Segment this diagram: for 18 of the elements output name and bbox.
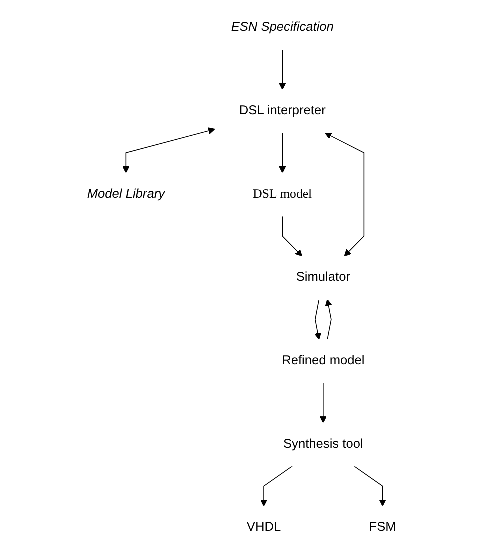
node-text: Simulator <box>296 270 351 284</box>
arrow <box>279 49 286 90</box>
arrow <box>320 382 328 424</box>
node-text: VHDL <box>247 520 282 534</box>
arrow <box>325 299 332 340</box>
node-text: DSL model <box>253 187 312 202</box>
arrow <box>260 466 294 507</box>
node-text: Synthesis tool <box>284 437 364 452</box>
node-text: DSL interpreter <box>240 104 326 118</box>
arrow <box>314 299 322 340</box>
arrow <box>354 466 386 507</box>
node-text: FSM <box>369 520 396 534</box>
arrow <box>122 128 216 174</box>
arrow <box>279 132 286 174</box>
arrow <box>282 216 303 257</box>
arrow <box>325 132 365 257</box>
node-text: Refined model <box>282 354 365 368</box>
node-text: ESN Specification <box>231 20 334 34</box>
